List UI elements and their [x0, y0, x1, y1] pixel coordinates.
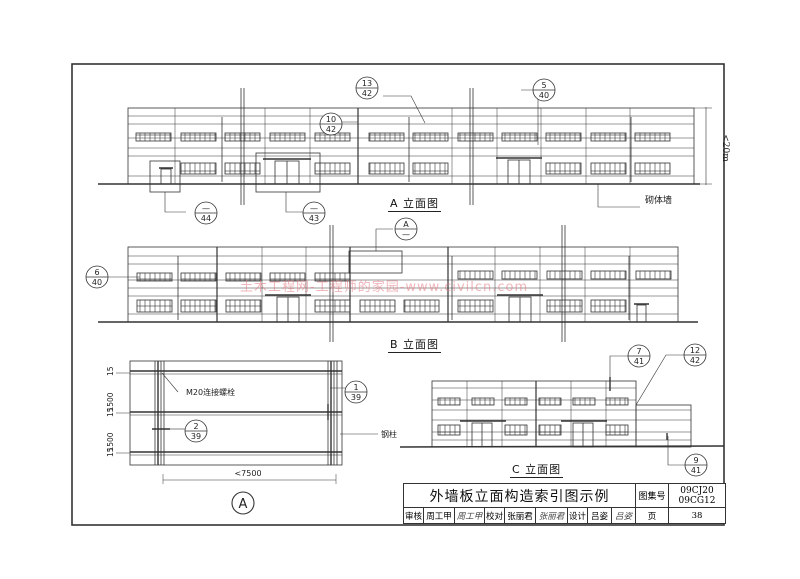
- svg-text:5: 5: [541, 81, 546, 90]
- svg-text:9: 9: [693, 456, 698, 465]
- drawing-frame: [71, 63, 725, 526]
- masonry-wall-note: 砌体墙: [645, 194, 672, 206]
- check-label: 校对: [485, 508, 505, 523]
- svg-text:39: 39: [351, 393, 361, 402]
- set-number-1: 09CJ20: [680, 485, 714, 496]
- page-number: 38: [691, 510, 703, 521]
- detail-a-symbol: A: [239, 497, 248, 512]
- elevation-a-title: A 立面图: [388, 197, 442, 212]
- detail-a-panel: [116, 360, 378, 515]
- callouts-b: [85, 217, 418, 289]
- svg-text:2: 2: [193, 422, 198, 431]
- svg-text:15: 15: [106, 447, 115, 457]
- svg-text:42: 42: [362, 89, 372, 98]
- svg-text:40: 40: [92, 278, 102, 287]
- checker-name: 张丽君: [505, 508, 536, 523]
- height-dimension: <20m: [720, 134, 730, 162]
- svg-text:39: 39: [191, 432, 201, 441]
- callouts-detail: [184, 380, 368, 443]
- elevation-c: [399, 354, 725, 466]
- title-block-title: 外墙板立面构造索引图示例: [404, 484, 636, 508]
- page-label: 页: [636, 508, 669, 523]
- span-dimension: <7500: [234, 469, 261, 478]
- elevation-b-title: B 立面图: [388, 338, 442, 353]
- bolt-note: M20连接螺栓: [186, 387, 235, 397]
- svg-text:44: 44: [201, 214, 211, 223]
- svg-text:15: 15: [106, 407, 115, 417]
- reviewer-signature: 周工甲: [455, 508, 485, 523]
- steel-column-note: 钢柱: [381, 429, 397, 439]
- set-numbers: 09CJ20 09CG12: [669, 484, 725, 508]
- elevation-c-title: C 立面图: [510, 463, 564, 478]
- designer-name: 吕姿: [588, 508, 612, 523]
- svg-text:1500: 1500: [106, 392, 115, 411]
- callouts-c: [627, 343, 708, 477]
- design-label: 设计: [568, 508, 588, 523]
- vertical-dims: 15 1500 15 1500 15: [106, 366, 115, 457]
- svg-text:—: —: [202, 204, 210, 213]
- svg-text:1500: 1500: [106, 432, 115, 451]
- svg-text:A: A: [403, 220, 409, 229]
- callouts-a: [194, 76, 556, 225]
- watermark: 土木工程网-工程师的家园-www.civilcn.com: [240, 280, 529, 295]
- svg-text:42: 42: [690, 356, 700, 365]
- svg-text:41: 41: [691, 466, 701, 475]
- checker-signature: 张丽君: [536, 508, 568, 523]
- svg-text:13: 13: [362, 79, 372, 88]
- svg-text:40: 40: [539, 91, 549, 100]
- svg-text:7: 7: [636, 347, 641, 356]
- elevation-a: [98, 88, 712, 213]
- set-number-label: 图集号: [636, 484, 669, 508]
- svg-text:41: 41: [634, 357, 644, 366]
- svg-text:43: 43: [309, 214, 319, 223]
- review-label: 审核: [404, 508, 424, 523]
- reviewer-name: 周工甲: [424, 508, 455, 523]
- set-number-2: 09CG12: [678, 495, 716, 506]
- svg-text:12: 12: [690, 346, 700, 355]
- svg-text:10: 10: [326, 115, 336, 124]
- svg-text:—: —: [310, 204, 318, 213]
- designer-signature: 吕姿: [612, 508, 636, 523]
- svg-text:42: 42: [326, 125, 336, 134]
- svg-text:15: 15: [106, 366, 115, 376]
- elevation-b: [98, 225, 698, 342]
- svg-text:1: 1: [353, 383, 358, 392]
- title-block: 外墙板立面构造索引图示例 图集号 09CJ20 09CG12 审核 周工甲 周工…: [403, 483, 726, 524]
- svg-text:6: 6: [94, 268, 99, 277]
- signature-row: 审核 周工甲 周工甲 校对 张丽君 张丽君 设计 吕姿 吕姿 页 38: [404, 508, 725, 523]
- svg-text:—: —: [402, 230, 410, 239]
